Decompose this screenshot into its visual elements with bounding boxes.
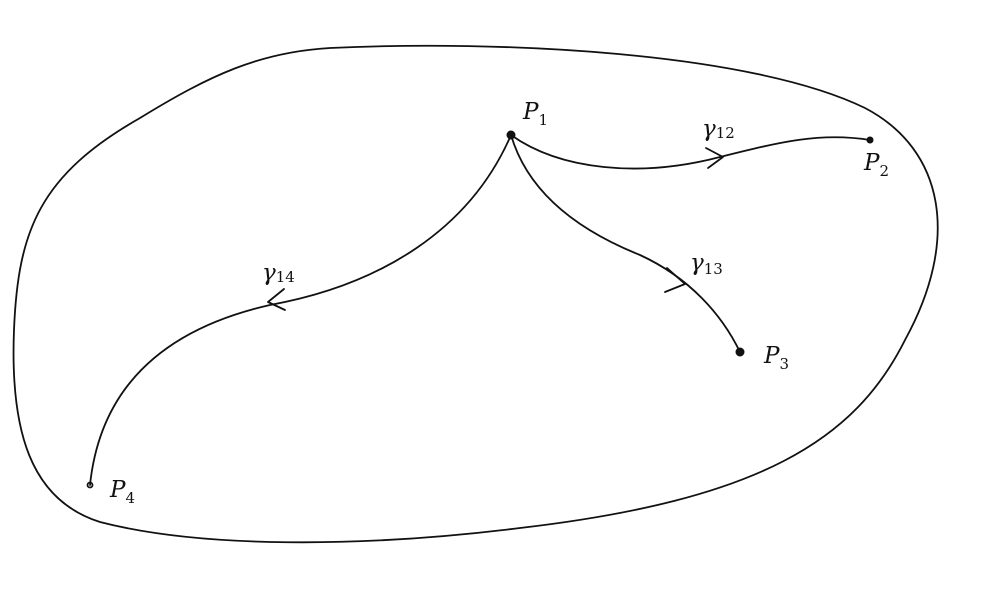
label-p2: P2 (863, 150, 889, 180)
label-p1: P1 (522, 99, 548, 129)
label-p3: P3 (763, 343, 789, 373)
path-gamma-12 (510, 134, 871, 170)
label-p4: P4 (109, 477, 135, 507)
arrowhead-gamma-14 (267, 288, 286, 311)
label-gamma-12: γ12 (702, 116, 735, 142)
region-boundary (12, 44, 939, 544)
arrowhead-gamma-13 (664, 267, 686, 293)
path-gamma-13 (510, 134, 741, 353)
label-gamma-14: γ14 (262, 260, 295, 286)
arrowhead-gamma-12 (705, 147, 724, 169)
point-p2-dot (866, 136, 874, 144)
path-gamma-14 (89, 134, 512, 486)
label-gamma-13: γ13 (690, 250, 723, 278)
point-p1-dot (506, 130, 516, 140)
point-p4-dot (86, 481, 94, 489)
point-p3-dot (735, 347, 745, 357)
